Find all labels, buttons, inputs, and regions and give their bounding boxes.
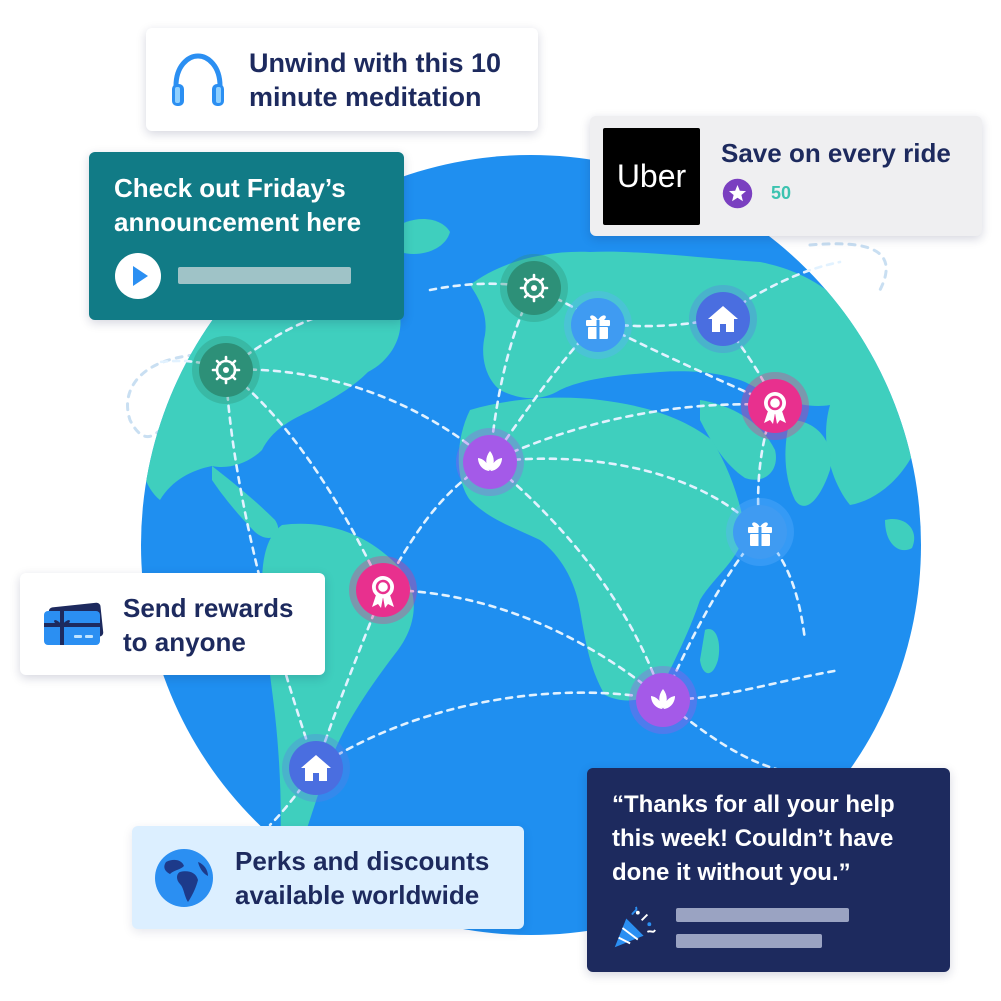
- message-placeholder-line2: [676, 934, 822, 948]
- uber-logo-tile: Uber: [603, 128, 700, 225]
- party-popper-icon: [614, 906, 656, 948]
- gift-icon: [748, 522, 772, 546]
- map-node-award-asia[interactable]: [740, 371, 810, 441]
- star-icon: [728, 184, 747, 202]
- map-node-home-south-america[interactable]: [281, 733, 351, 803]
- gift-icon: [586, 315, 610, 339]
- orbit-line-right: [808, 242, 888, 292]
- house-icon: [301, 755, 331, 781]
- uber-logo: Uber: [616, 158, 687, 194]
- announcement-card[interactable]: Check out Friday’s announcement here: [89, 152, 404, 320]
- map-node-settings-na[interactable]: [191, 335, 261, 405]
- headphones-icon: [172, 53, 224, 106]
- announcement-title-line2: announcement here: [114, 207, 362, 237]
- map-node-home-asia[interactable]: [688, 284, 758, 354]
- thanks-quote-line2: this week! Couldn’t have: [612, 825, 894, 852]
- map-node-wellness-atlantic[interactable]: [455, 427, 525, 497]
- perks-title-line1: Perks and discounts: [235, 846, 490, 876]
- uber-card[interactable]: Uber Save on every ride 50: [590, 116, 982, 236]
- thanks-quote-line3: done it without you.”: [612, 859, 851, 886]
- map-node-wellness-south-africa[interactable]: [628, 665, 698, 735]
- rewards-title-line1: Send rewards: [123, 593, 294, 623]
- globe-land: [141, 218, 921, 850]
- globe-icon: [155, 849, 213, 907]
- lotus-icon: [478, 451, 502, 471]
- uber-title: Save on every ride: [721, 138, 951, 168]
- perks-title-line2: available worldwide: [235, 880, 480, 910]
- meditation-card[interactable]: Unwind with this 10 minute meditation: [146, 28, 538, 131]
- gift-card-icon: [44, 602, 104, 645]
- orbit-line-left: [126, 353, 197, 439]
- map-node-gift-indian-ocean[interactable]: [725, 497, 795, 567]
- play-button[interactable]: [114, 252, 162, 300]
- points-badge: [722, 178, 753, 209]
- award-icon: [372, 576, 394, 608]
- thanks-card[interactable]: “Thanks for all your help this week! Cou…: [587, 768, 950, 972]
- message-placeholder-line1: [676, 908, 849, 922]
- map-node-award-south-america[interactable]: [348, 555, 418, 625]
- gear-icon: [211, 355, 241, 385]
- lotus-icon: [651, 689, 675, 709]
- play-icon: [133, 266, 148, 286]
- gear-icon: [519, 273, 549, 303]
- audio-progress-bar[interactable]: [178, 267, 351, 284]
- perks-card[interactable]: Perks and discounts available worldwide: [132, 826, 524, 929]
- map-node-gift-europe[interactable]: [563, 290, 633, 360]
- meditation-title-line2: minute meditation: [249, 82, 482, 112]
- rewards-title-line2: to anyone: [123, 627, 246, 657]
- thanks-quote-line1: “Thanks for all your help: [612, 791, 895, 818]
- rewards-card[interactable]: Send rewards to anyone: [20, 573, 325, 675]
- map-node-settings-europe[interactable]: [499, 253, 569, 323]
- uber-points: 50: [771, 183, 792, 203]
- house-icon: [708, 306, 738, 332]
- meditation-title-line1: Unwind with this 10: [249, 48, 502, 78]
- announcement-title-line1: Check out Friday’s: [114, 173, 346, 203]
- award-icon: [764, 392, 786, 424]
